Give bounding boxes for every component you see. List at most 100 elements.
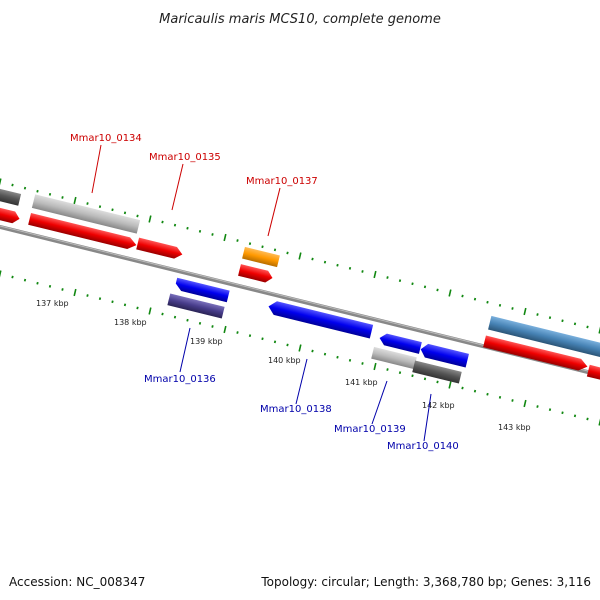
tick-mark [411, 374, 414, 378]
tick-mark [123, 211, 127, 215]
tick-mark [61, 196, 64, 199]
gene-label-0138[interactable]: Mmar10_0138 [260, 404, 332, 415]
gene-feature-0135[interactable] [136, 237, 184, 261]
tick-mark [198, 229, 202, 233]
tick-mark [548, 408, 552, 412]
accession-text: Accession: NC_008347 [9, 575, 145, 589]
tick-mark [23, 186, 27, 190]
gene-feature-0138[interactable] [267, 300, 374, 339]
outer-tick-ring [0, 178, 600, 334]
tick-mark [386, 368, 389, 371]
leader-0136 [179, 327, 191, 373]
kbp-label-141: 141 kbp [345, 378, 378, 387]
tick-mark [0, 178, 2, 186]
gene-label-0134[interactable]: Mmar10_0134 [70, 133, 142, 144]
gene-feature-red-left[interactable] [0, 205, 21, 225]
tick-mark [261, 337, 264, 341]
leader-0137 [267, 187, 281, 237]
kbp-label-143: 143 kbp [498, 423, 531, 432]
tick-mark [98, 205, 102, 209]
tick-mark [161, 220, 164, 224]
genes-inner [167, 277, 469, 384]
genome-summary-text: Topology: circular; Length: 3,368,780 bp… [260, 575, 591, 589]
tick-mark [286, 343, 289, 347]
tick-mark [311, 257, 314, 261]
tick-mark [248, 242, 252, 246]
tick-mark [261, 245, 264, 249]
tick-mark [448, 289, 452, 297]
gene-feature-steelblue-right[interactable] [488, 315, 600, 359]
tick-mark [73, 288, 77, 297]
tick-mark [373, 270, 377, 279]
tick-mark [48, 192, 52, 196]
leader-0138 [295, 358, 308, 405]
gene-feature-0136[interactable] [174, 277, 230, 303]
tick-mark [36, 281, 39, 285]
tick-mark [48, 284, 52, 288]
tick-mark [198, 321, 202, 325]
inner-tick-ring [0, 270, 600, 426]
tick-mark [273, 340, 277, 344]
gene-feature-0139[interactable] [378, 332, 422, 354]
tick-mark [423, 285, 427, 289]
gene-label-0139[interactable]: Mmar10_0139 [334, 424, 406, 435]
gene-feature-0140-dark[interactable] [412, 360, 462, 384]
leader-0135 [171, 163, 184, 211]
gene-feature-grey-left[interactable] [0, 188, 22, 206]
tick-mark [498, 303, 502, 307]
tick-mark [298, 344, 302, 352]
tick-mark [486, 300, 489, 304]
tick-mark [573, 414, 577, 418]
tick-mark [598, 326, 600, 334]
tick-mark [536, 313, 539, 316]
tick-mark [523, 307, 527, 316]
tick-mark [323, 260, 327, 264]
tick-mark [398, 371, 402, 375]
gene-label-0136[interactable]: Mmar10_0136 [144, 374, 216, 385]
tick-mark [286, 251, 289, 255]
tick-mark [348, 266, 352, 270]
map-title: Maricaulis maris MCS10, complete genome [159, 12, 441, 27]
tick-mark [473, 389, 477, 393]
gene-label-0137[interactable]: Mmar10_0137 [246, 176, 318, 187]
tick-mark [336, 355, 339, 359]
tick-mark [423, 377, 427, 381]
tick-mark [298, 252, 302, 260]
leader-0139 [371, 380, 388, 425]
gene-feature-red-edge[interactable] [586, 364, 600, 382]
gene-label-0135[interactable]: Mmar10_0135 [149, 152, 221, 163]
tick-mark [473, 297, 477, 301]
kbp-label-140: 140 kbp [268, 356, 301, 365]
tick-mark [598, 418, 600, 426]
gene-feature-0134-grey[interactable] [31, 194, 141, 234]
gene-label-0140[interactable]: Mmar10_0140 [387, 441, 459, 452]
gene-feature-0140[interactable] [419, 342, 469, 368]
gene-feature-red-right[interactable] [483, 335, 589, 373]
gene-labels-forward: Mmar10_0134 Mmar10_0135 Mmar10_0137 [70, 133, 318, 237]
tick-mark [11, 183, 14, 187]
tick-mark [236, 331, 239, 334]
tick-mark [136, 214, 139, 218]
gene-labels-reverse: Mmar10_0136 Mmar10_0138 Mmar10_0139 Mmar… [144, 327, 459, 452]
tick-mark [586, 417, 589, 421]
tick-mark [173, 315, 177, 319]
tick-mark [148, 307, 152, 315]
gene-feature-0134[interactable] [28, 213, 138, 251]
tick-mark [398, 279, 402, 283]
tick-mark [86, 294, 89, 297]
tick-mark [61, 288, 64, 291]
tick-mark [573, 322, 577, 326]
tick-mark [498, 395, 502, 399]
tick-mark [511, 307, 514, 310]
tick-mark [536, 405, 539, 408]
gene-feature-0136-slate[interactable] [167, 293, 225, 319]
tick-mark [461, 294, 464, 298]
gene-feature-0137[interactable] [238, 264, 274, 284]
tick-mark [223, 325, 227, 334]
gene-feature-0137-orange[interactable] [242, 246, 280, 268]
tick-mark [36, 189, 39, 193]
tick-mark [98, 297, 102, 301]
tick-mark [511, 399, 514, 402]
gene-feature-0139-grey[interactable] [371, 346, 417, 370]
